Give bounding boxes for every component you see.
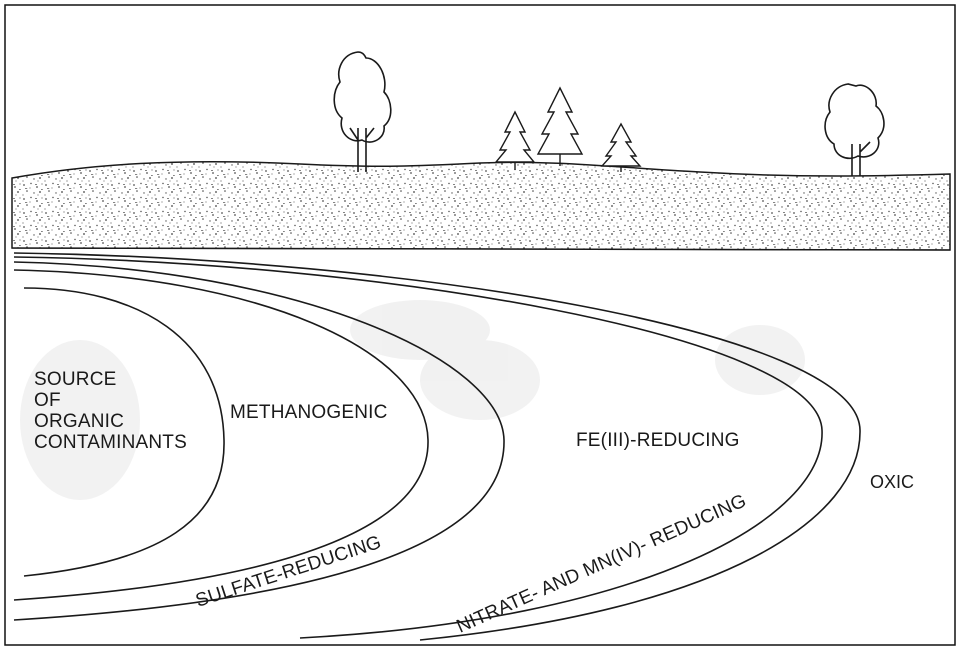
source-label-line-2: OF — [34, 390, 61, 411]
fe-reducing-label: FE(III)-REDUCING — [576, 430, 740, 451]
source-label-line-4: CONTAMINANTS — [34, 432, 187, 453]
source-label-line-3: ORGANIC — [34, 411, 124, 432]
source-label-line-1: SOURCE — [34, 369, 117, 390]
oxic-label: OXIC — [870, 472, 914, 492]
methanogenic-label: METHANOGENIC — [230, 402, 388, 423]
